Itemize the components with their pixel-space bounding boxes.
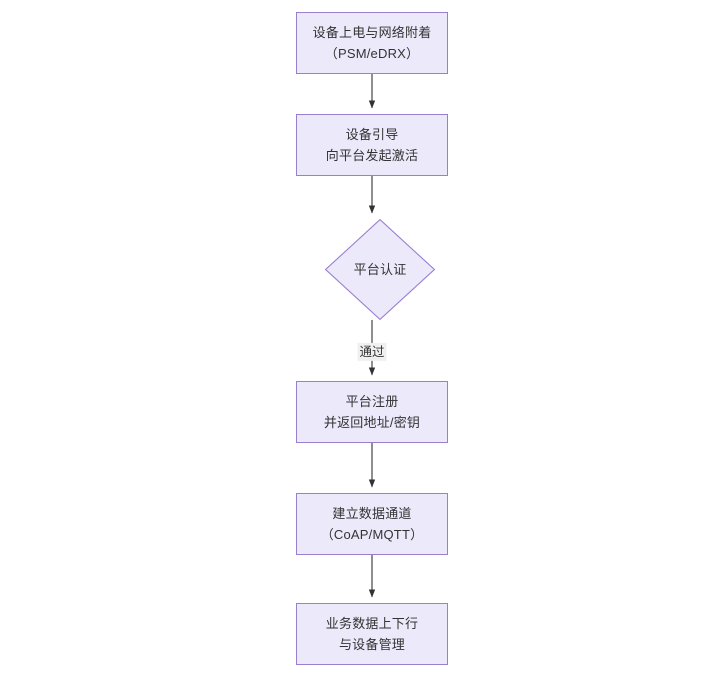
node-platform-authentication[interactable]: 平台认证 [325,219,435,320]
node-line: 建立数据通道 [332,505,412,521]
node-line: 平台注册 [345,393,399,409]
node-establish-data-channel[interactable]: 建立数据通道 （CoAP/MQTT） [296,493,448,555]
diamond-shape-icon [325,219,435,320]
node-line: 设备引导 [345,126,399,142]
edge-label-pass: 通过 [357,342,387,362]
node-business-data-and-device-management[interactable]: 业务数据上下行 与设备管理 [296,603,448,665]
node-line: （CoAP/MQTT） [320,527,424,542]
node-line: （PSM/eDRX） [324,46,420,61]
node-line: 向平台发起激活 [325,148,419,163]
node-platform-registration[interactable]: 平台注册 并返回地址/密钥 [296,381,448,443]
node-device-power-on[interactable]: 设备上电与网络附着 （PSM/eDRX） [296,12,448,74]
node-line: 业务数据上下行 [325,615,419,631]
node-line: 并返回地址/密钥 [323,415,421,430]
node-device-bootstrap[interactable]: 设备引导 向平台发起激活 [296,114,448,176]
node-line: 设备上电与网络附着 [312,24,432,40]
node-line: 平台认证 [353,261,407,277]
node-line: 与设备管理 [338,637,405,652]
